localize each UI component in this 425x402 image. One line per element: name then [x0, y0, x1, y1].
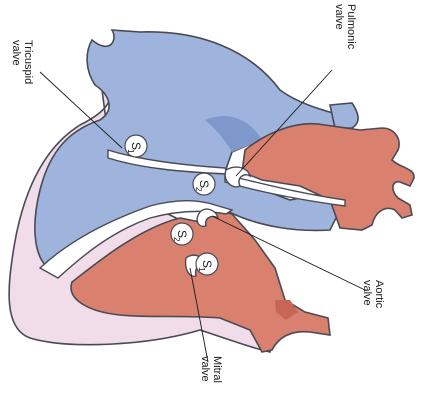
aortic-label-line2: valve: [361, 280, 373, 308]
s1-tricuspid-subscript: 1: [126, 149, 135, 154]
tricuspid-valve-label: Tricuspid valve: [10, 40, 34, 84]
blue-vessel-top-right: [330, 103, 358, 128]
s2-pulmonic-subscript: 2: [194, 187, 203, 192]
mitral-label-line1: Mitral: [211, 356, 223, 383]
aortic-label-line1: Aortic: [373, 280, 385, 308]
tricuspid-label-line2: valve: [10, 40, 22, 84]
s2-aortic-marker: S 2: [171, 223, 193, 245]
pulmonic-label-line2: valve: [333, 4, 345, 49]
tricuspid-label-line1: Tricuspid: [22, 40, 34, 84]
s2-pulmonic-marker: S 2: [193, 173, 215, 195]
s1-tricuspid-marker: S 1: [125, 135, 147, 157]
aortic-valve-label: Aortic valve: [361, 280, 385, 308]
pulmonic-valve-label: Pulmonic valve: [333, 4, 357, 49]
s1-mitral-subscript: 1: [197, 267, 206, 272]
mitral-label-line2: valve: [199, 356, 211, 383]
s1-mitral-marker: S 1: [196, 253, 218, 275]
mitral-valve-label: Mitral valve: [199, 356, 223, 383]
s2-aortic-subscript: 2: [172, 237, 181, 242]
pulmonic-label-line1: Pulmonic: [345, 4, 357, 49]
